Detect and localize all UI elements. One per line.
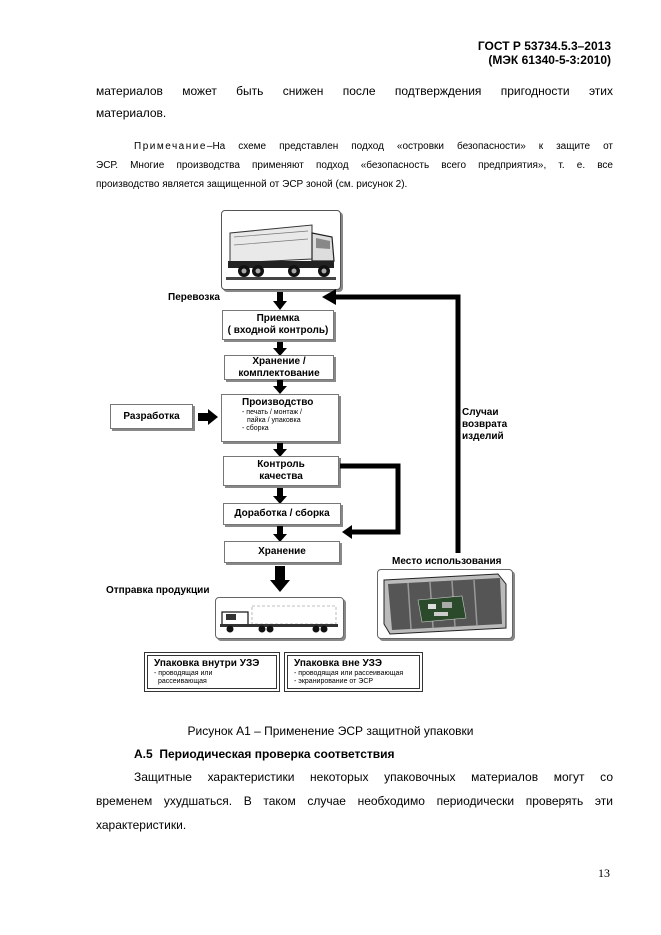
section-number: А.5 [134,747,153,761]
arrow-right-icon [198,409,218,425]
box-receiving-line-2: ( входной контроль) [227,325,329,336]
arrow-down-icon [270,566,290,592]
pack-inside-item: - проводящая или [154,670,213,677]
intro-line-1: материалов может быть снижен после подтв… [96,84,613,98]
shipping-truck-image [215,597,344,639]
label-transport: Перевозка [168,292,220,303]
box-storage-picking-line-2: комплектование [238,367,320,379]
arrow-down-icon [273,526,287,542]
pack-outside-title: Упаковка вне УЗЭ [294,658,383,669]
arrow-down-icon [273,443,287,457]
section-heading: А.5 Периодическая проверка соответствия [134,747,395,761]
box-qc-line-1: Контроль [257,459,305,470]
arrow-down-icon [273,380,287,394]
equipment-rack-image [377,569,513,639]
label-returns-line: возврата [462,419,508,430]
production-item: пайка / упаковка [247,417,301,424]
document-header: ГОСТ Р 53734.5.3–2013 (МЭК 61340-5-3:201… [478,39,611,67]
box-rework: Доработка / сборка [223,503,341,525]
body-line-2: временем ухудшаться. В таком случае необ… [96,794,613,808]
page-number: 13 [598,866,610,880]
body-line-1: Защитные характеристики некоторых упаков… [134,770,613,784]
note-line-2: ЭСР. Многие производства применяют подхо… [96,160,613,171]
arrow-down-icon [273,342,287,356]
box-development-label: Разработка [123,410,180,422]
pack-inside-title: Упаковка внутри УЗЭ [154,658,260,669]
box-quality-control: Контроль качества [223,456,339,486]
label-returns-line: Случаи [462,407,499,418]
figure-caption: Рисунок А1 – Применение ЭСР защитной упа… [187,724,474,738]
note-text-1: –На схеме представлен подход «островки б… [206,141,613,152]
pack-outside-item: - экранирование от ЭСР [294,678,374,685]
box-production: Производство - печать / монтаж / пайка /… [221,394,339,442]
arrow-down-icon [273,292,287,310]
box-packaging-outside-epa: Упаковка вне УЗЭ - проводящая или рассеи… [284,652,423,692]
equipment-rack-icon [383,573,507,635]
box-qc-line-2: качества [259,471,303,482]
label-place-of-use: Место использования [392,556,502,567]
box-receiving: Приемка ( входной контроль) [222,310,334,340]
production-item: - сборка [242,425,269,432]
body-line-3: характеристики. [96,818,187,832]
box-development: Разработка [110,404,193,429]
arrow-down-icon [273,488,287,504]
truck-image [221,210,341,290]
box-receiving-line-1: Приемка [256,313,300,324]
shipping-truck-icon [220,605,338,633]
intro-line-2: материалов. [96,106,167,120]
box-rework-label: Доработка / сборка [234,508,330,519]
box-production-title: Производство [242,397,314,408]
label-returns: Случаи возврата изделий [462,407,507,443]
qc-rework-loop-arrow [340,463,401,539]
label-returns-line: изделий [462,431,504,442]
note-line-1: Примечание–На схеме представлен подход «… [96,138,613,157]
box-storage-picking-line-1: Хранение / [252,355,306,367]
standard-equivalent: (МЭК 61340-5-3:2010) [488,53,611,67]
pack-outside-item: - проводящая или рассеивающая [294,670,404,677]
pack-inside-item: рассеивающая [158,678,207,685]
section-title: Периодическая проверка соответствия [159,747,395,761]
box-storage-label: Хранение [258,546,306,557]
standard-number: ГОСТ Р 53734.5.3–2013 [477,39,611,53]
note-line-3: производство является защищенной от ЭСР … [96,179,408,190]
box-storage: Хранение [224,541,340,563]
box-storage-picking: Хранение / комплектование [224,355,334,380]
note-label: Примечание [134,141,207,152]
production-item: - печать / монтаж / [242,409,302,416]
return-loop-arrow [322,289,461,553]
label-shipping: Отправка продукции [106,585,210,596]
truck-icon [226,224,336,280]
box-packaging-inside-epa: Упаковка внутри УЗЭ - проводящая или рас… [144,652,280,692]
